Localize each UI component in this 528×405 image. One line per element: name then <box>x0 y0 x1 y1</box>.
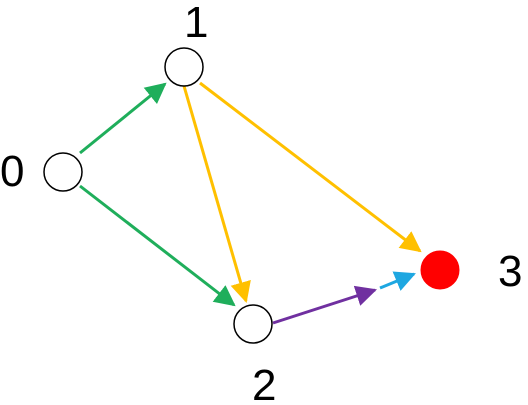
edge-1-3 <box>199 81 422 253</box>
node-1 <box>164 47 204 87</box>
edge-0-1 <box>79 82 167 155</box>
edge-0-2 <box>79 184 236 307</box>
node-label-0: 0 <box>0 147 24 196</box>
node-label-2: 2 <box>252 361 276 405</box>
node-3 <box>420 250 460 290</box>
edge-2-3 <box>272 285 377 325</box>
node-2 <box>233 304 273 344</box>
node-0 <box>43 152 83 192</box>
edge-2-3-continuation <box>379 271 416 291</box>
node-label-3: 3 <box>498 247 522 296</box>
edge-1-2 <box>182 85 251 304</box>
node-label-1: 1 <box>184 0 208 47</box>
